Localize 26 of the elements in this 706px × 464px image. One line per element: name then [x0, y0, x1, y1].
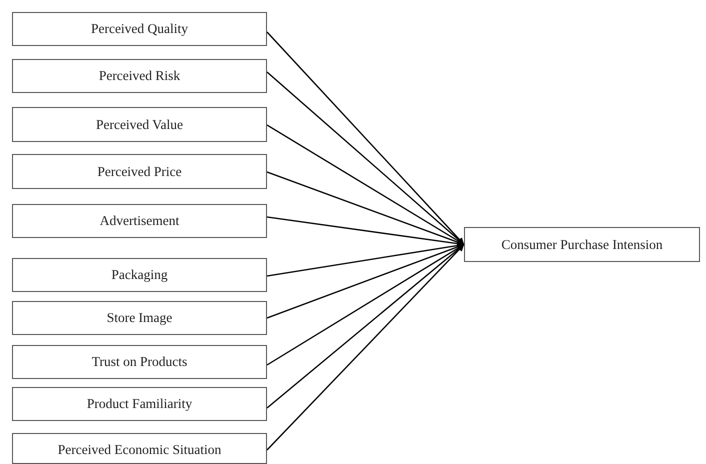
text-box — [464, 227, 700, 262]
arrow — [266, 72, 464, 245]
arrow — [266, 244, 464, 450]
text-box — [12, 301, 267, 335]
text-box — [12, 59, 267, 93]
arrow — [266, 32, 464, 245]
box-label: Consumer Purchase Intension — [501, 236, 663, 252]
box-label: Product Familiarity — [86, 396, 192, 412]
box-label: Advertisement — [100, 213, 180, 229]
box-label: Perceived Risk — [98, 68, 180, 84]
box-label: Trust on Products — [92, 354, 188, 370]
box-label: Perceived Quality — [90, 21, 188, 37]
arrow — [266, 244, 464, 408]
text-box — [12, 433, 267, 464]
box-label: Perceived Economic Situation — [58, 442, 222, 458]
text-box — [12, 204, 267, 238]
text-box — [12, 345, 267, 379]
text-box — [12, 154, 267, 189]
text-box — [12, 12, 267, 46]
text-box — [12, 107, 267, 142]
box-label: Packaging — [111, 267, 168, 283]
text-box — [12, 387, 267, 421]
box-label: Perceived Price — [97, 164, 182, 180]
box-label: Perceived Value — [96, 116, 184, 132]
text-box — [12, 258, 267, 292]
box-label: Store Image — [106, 310, 172, 326]
